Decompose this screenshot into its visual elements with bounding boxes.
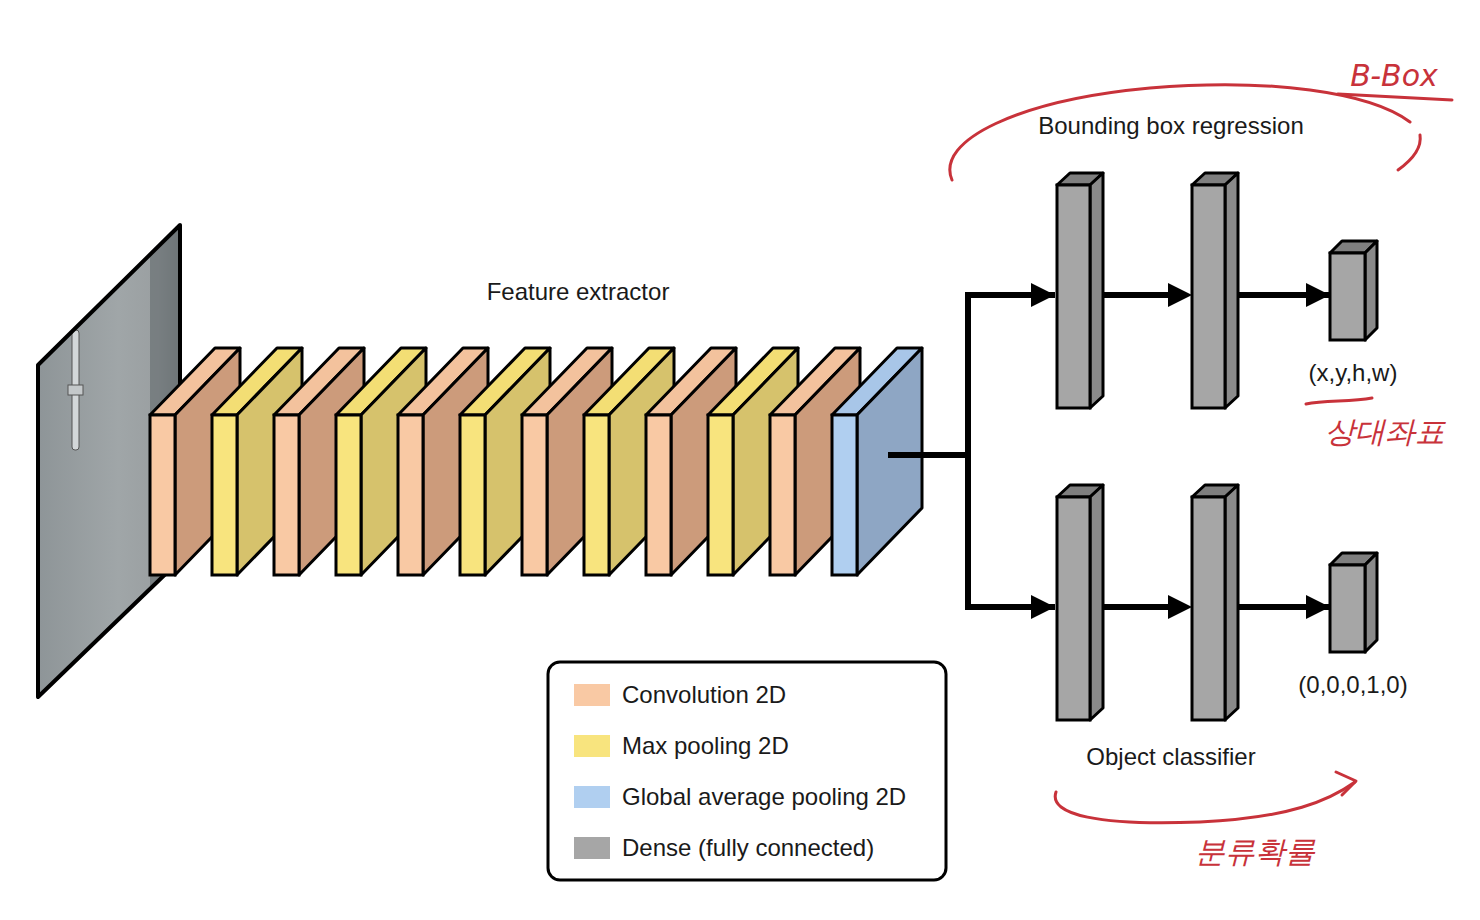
legend-swatch — [574, 786, 610, 808]
legend-frame — [548, 662, 946, 880]
output-vector: (x,y,h,w) — [1330, 240, 1378, 340]
node-label: Feature extractor — [418, 278, 738, 307]
dense-arrowhead — [1168, 595, 1192, 619]
dense-arrowhead — [1168, 283, 1192, 307]
annotation-arc — [950, 85, 1410, 180]
node-label: Bounding box regression — [1001, 112, 1341, 141]
annotation-underline — [1338, 94, 1452, 100]
dense-branch: Object classifier — [1055, 485, 1238, 775]
flow-arrow — [1238, 604, 1330, 610]
legend-label: Dense (fully connected) — [622, 834, 874, 863]
dense-arrow — [1104, 292, 1172, 298]
annotation-text: B-Box — [1314, 58, 1474, 94]
annotation-underline — [1306, 398, 1372, 404]
legend-label: Global average pooling 2D — [622, 783, 906, 812]
output-layer — [1330, 241, 1377, 340]
dense-layer — [1192, 173, 1238, 408]
annotation-arc — [1398, 135, 1420, 170]
legend-swatch — [574, 735, 610, 757]
dense-arrow — [1104, 604, 1172, 610]
photo-object-clip — [68, 385, 83, 395]
annotation-text: 분류확률 — [1155, 834, 1355, 870]
gap-layer — [832, 348, 922, 575]
legend-swatch — [574, 837, 610, 859]
legend-label: Max pooling 2D — [622, 732, 789, 761]
flow-arrow — [888, 295, 1055, 455]
annotation-arc — [1055, 782, 1355, 823]
dense-layer — [1192, 485, 1238, 720]
node-label: (x,y,h,w) — [1268, 359, 1438, 388]
dense-branch: Bounding box regression — [1055, 105, 1238, 410]
legend-label: Convolution 2D — [622, 681, 786, 710]
legend-swatch — [574, 684, 610, 706]
dense-layer — [1057, 485, 1103, 720]
node-label: Object classifier — [1001, 743, 1341, 772]
dense-layer — [1057, 173, 1103, 408]
output-vector: (0,0,0,1,0) — [1330, 552, 1378, 652]
flow-arrow — [1238, 292, 1330, 298]
annotation-text: 상대좌표 — [1285, 414, 1480, 450]
output-layer — [1330, 553, 1377, 652]
annotation-arrowhead — [1336, 772, 1356, 795]
node-label: (0,0,0,1,0) — [1268, 671, 1438, 700]
feature-extractor: Feature extractor — [145, 275, 888, 580]
flow-arrow — [888, 455, 1055, 607]
